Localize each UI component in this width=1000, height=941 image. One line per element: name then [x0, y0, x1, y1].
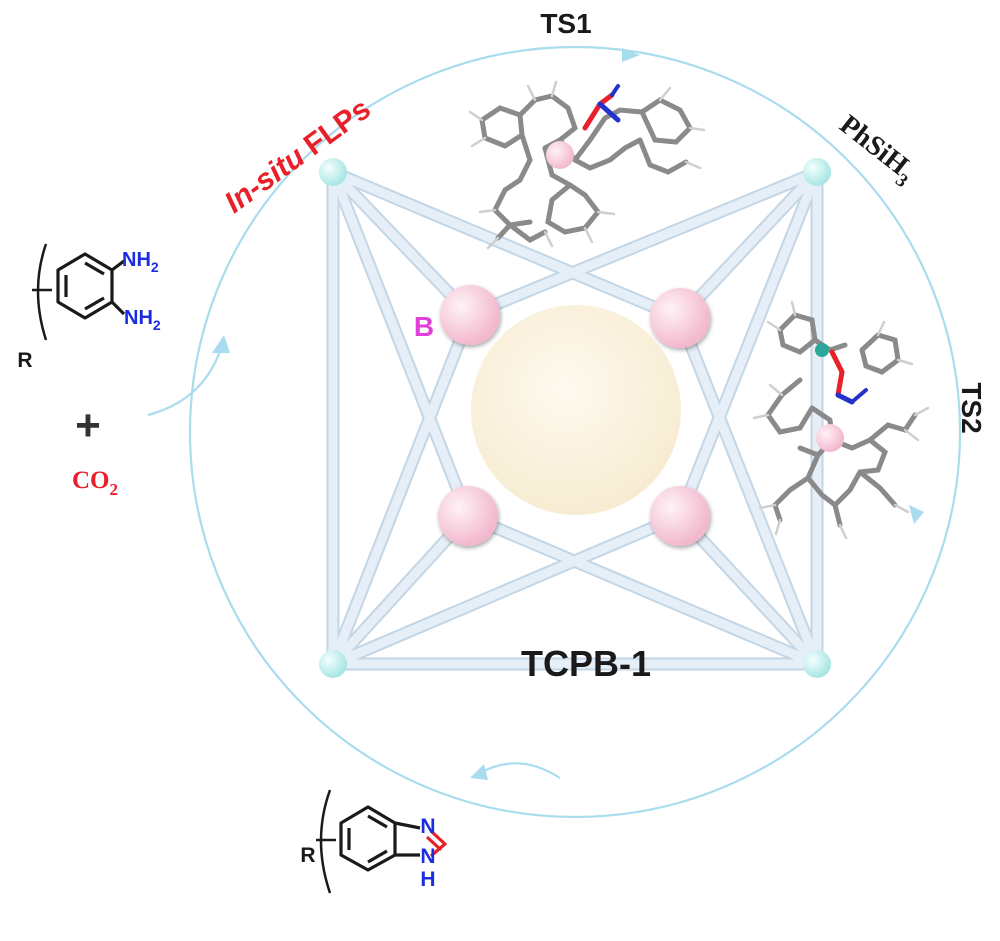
plus-sign: +	[75, 401, 101, 450]
cycle-arrow-left	[212, 335, 230, 353]
corner-node-bottom-left	[319, 650, 347, 678]
cycle-arrow-top	[622, 48, 640, 62]
boron-node-top-right	[650, 288, 710, 348]
boron-node-top-left	[440, 285, 500, 345]
reactant-diamine	[32, 243, 126, 341]
reactant-amine-bottom: NH2	[124, 307, 161, 333]
framework-struts	[326, 165, 824, 671]
flps-text: FLPs	[298, 92, 377, 162]
corner-node-top-right	[803, 158, 831, 186]
corner-node-top-left	[319, 158, 347, 186]
catalytic-cycle-ring	[188, 45, 962, 819]
reactant-r-group: R	[17, 349, 32, 372]
framework-label: TCPB-1	[521, 643, 651, 684]
silane-label: PhSiH3	[830, 109, 922, 192]
boron-label: B	[414, 311, 434, 342]
ts1-label: TS1	[540, 8, 591, 39]
ts2-molecular-model	[752, 300, 930, 540]
product-imidazole-ring	[426, 830, 447, 857]
ts1-molecular-model	[468, 80, 706, 250]
reactant-entry-arrow	[147, 344, 224, 417]
product-exit-arrow	[481, 762, 561, 779]
boron-node-bottom-right	[650, 486, 710, 546]
ts2-label: TS2	[956, 382, 987, 433]
product-nh-h-atom: H	[420, 868, 435, 891]
framework-pore	[471, 305, 681, 515]
product-exit-arrowhead	[470, 764, 488, 780]
product-r-group: R	[300, 844, 315, 867]
in-situ-text: In-situ	[219, 140, 311, 220]
cycle-arrow-right	[909, 505, 924, 524]
product-benzimidazole	[316, 789, 421, 894]
product-nh-n-atom: N	[420, 845, 435, 868]
corner-node-bottom-right	[803, 650, 831, 678]
boron-node-bottom-left	[438, 486, 498, 546]
product-n-atom: N	[420, 815, 435, 838]
reactant-amine-top: NH2	[122, 249, 159, 275]
co2-label: CO2	[72, 467, 118, 499]
